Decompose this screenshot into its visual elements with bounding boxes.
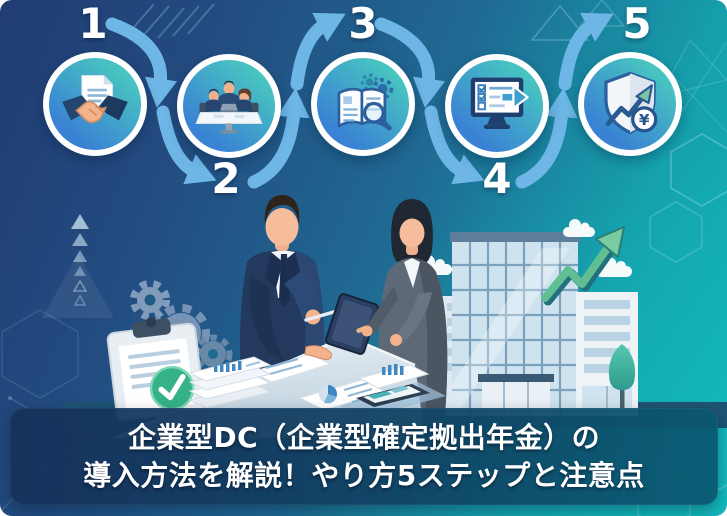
book-research-icon bbox=[337, 73, 394, 131]
step-circle-3 bbox=[311, 52, 415, 156]
step-number-1: 1 bbox=[78, 0, 108, 48]
arrow-3-4-lower bbox=[424, 105, 485, 185]
arrow-4-5-lower bbox=[515, 87, 578, 189]
arrow-1-2-upper bbox=[105, 17, 178, 108]
businesswoman-hands bbox=[356, 286, 402, 346]
step-number-3: 3 bbox=[348, 0, 378, 48]
monitor-checklist-icon bbox=[470, 77, 529, 129]
shield-growth-yen-icon: ¥ bbox=[604, 71, 658, 135]
title-line-2: 導入方法を解説！やり方5ステップと注意点 bbox=[83, 459, 645, 492]
big-triangle bbox=[42, 254, 114, 318]
arrow-1-2-lower bbox=[156, 105, 217, 185]
tablet-on-desk bbox=[356, 384, 430, 407]
step-circle-4 bbox=[445, 54, 549, 158]
triangle-column bbox=[71, 214, 89, 306]
step-circle-1 bbox=[43, 52, 147, 156]
arrow-3-4-upper bbox=[374, 17, 446, 108]
tree bbox=[608, 344, 636, 408]
title-line-1: 企業型DC（企業型確定拠出年金）の bbox=[127, 421, 601, 454]
step-number-5: 5 bbox=[622, 0, 652, 48]
hand-on-desk bbox=[304, 345, 333, 360]
step-circle-5: ¥ bbox=[578, 52, 682, 156]
step-number-2: 2 bbox=[211, 154, 241, 203]
growth-arrow-icon bbox=[541, 226, 625, 306]
meeting-discussion-icon bbox=[195, 80, 263, 134]
title-banner: 企業型DC（企業型確定拠出年金）の 導入方法を解説！やり方5ステップと注意点 bbox=[10, 408, 718, 505]
document-stack bbox=[188, 356, 272, 409]
hatch-lines bbox=[127, 3, 215, 39]
arrow-4-5-upper bbox=[558, 12, 614, 91]
arrow-2-3-upper bbox=[290, 12, 346, 91]
yen-symbol: ¥ bbox=[639, 111, 650, 129]
handshake-document-icon bbox=[62, 75, 128, 124]
arrow-2-3-lower bbox=[247, 87, 310, 189]
step-number-4: 4 bbox=[482, 154, 512, 203]
step-circle-2 bbox=[177, 54, 281, 158]
clipboard-check-icon bbox=[106, 317, 206, 422]
